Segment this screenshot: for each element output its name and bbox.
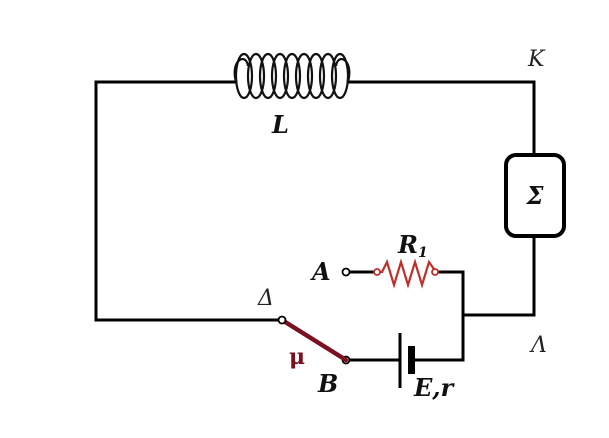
battery bbox=[398, 333, 415, 388]
label-node-k: K bbox=[527, 47, 546, 72]
label-terminal-b: B bbox=[317, 369, 338, 398]
label-battery: E,r bbox=[413, 373, 456, 402]
label-resistor-main: R bbox=[397, 230, 418, 259]
terminal-a-dot bbox=[341, 267, 351, 277]
label-inductor: L bbox=[271, 110, 289, 139]
label-node-delta: Δ bbox=[257, 286, 274, 311]
switch-pivot bbox=[277, 315, 287, 325]
label-node-lambda: Λ bbox=[529, 333, 547, 358]
label-sigma: Σ bbox=[526, 181, 545, 210]
switch-lever bbox=[279, 317, 349, 363]
label-resistor-sub: 1 bbox=[418, 245, 428, 261]
wires bbox=[94, 80, 536, 362]
label-resistor: R1 bbox=[397, 230, 428, 261]
sigma-box bbox=[504, 153, 566, 238]
label-terminal-a: A bbox=[310, 257, 331, 286]
resistor-r1 bbox=[373, 258, 439, 289]
inductor-coil bbox=[233, 52, 351, 100]
label-switch: μ bbox=[289, 344, 305, 370]
